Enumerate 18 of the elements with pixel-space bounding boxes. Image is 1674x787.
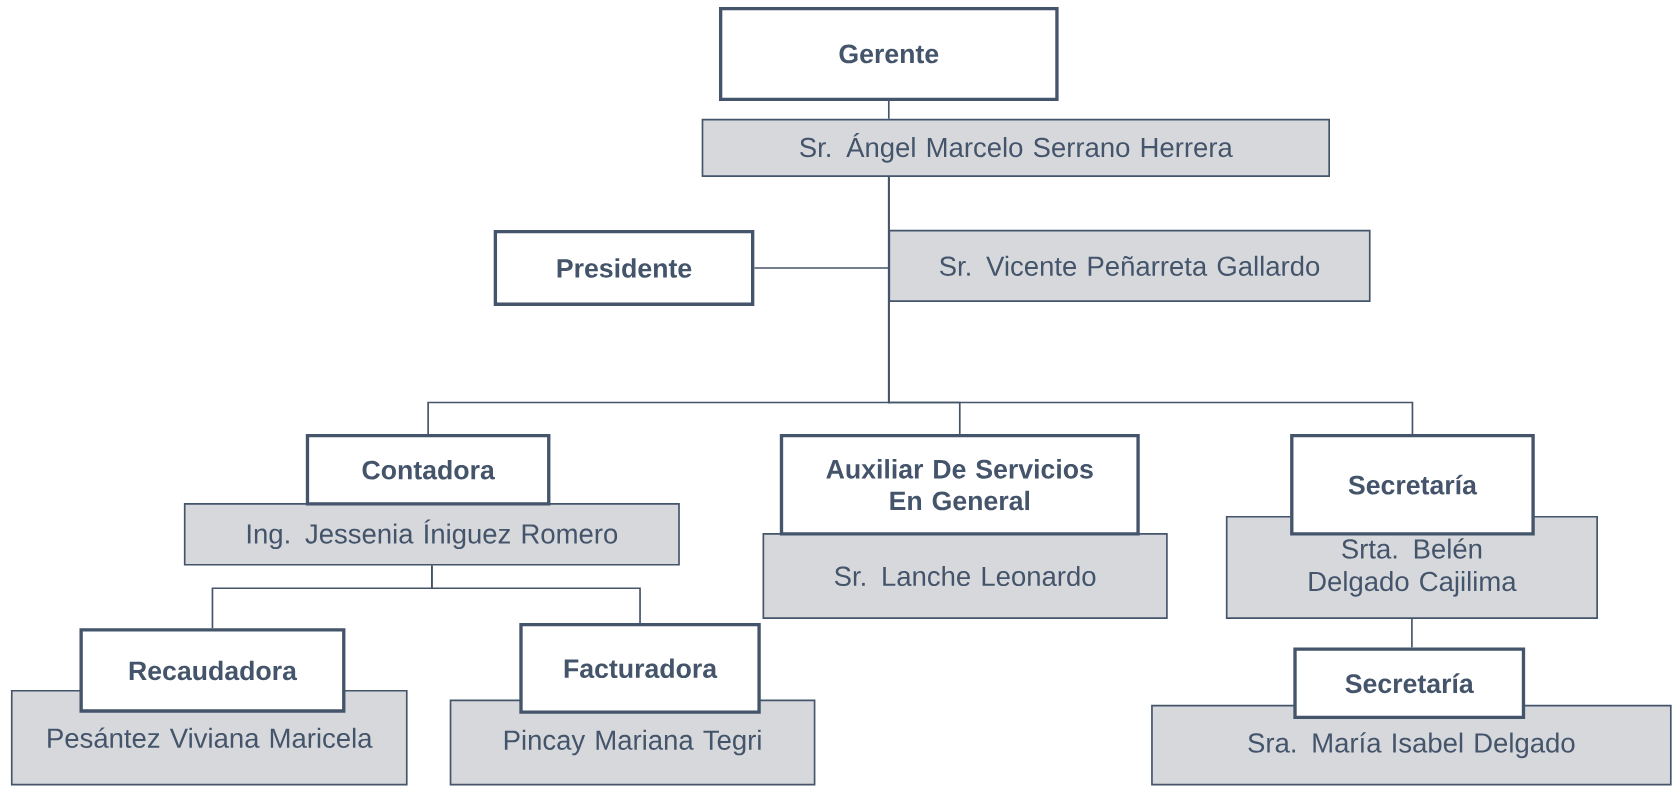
name-box: Ing. Jessenia Íniguez Romero	[183, 503, 680, 566]
title-box: Gerente	[718, 6, 1059, 101]
connector-line	[431, 564, 641, 624]
connector-line	[753, 267, 890, 269]
connector-line	[887, 176, 1414, 435]
name-box: Sr. Lanche Leonardo	[762, 532, 1168, 619]
connector-line	[1411, 618, 1413, 649]
title-box: Contadora	[305, 433, 551, 506]
connector-line	[887, 100, 890, 120]
name-box: Sr. Vicente Peñarreta Gallardo	[888, 229, 1371, 302]
name-box: Sr. Ángel Marcelo Serrano Herrera	[701, 118, 1330, 177]
title-box: Secretaría	[1293, 647, 1526, 720]
title-box: Auxiliar De Servicios En General	[779, 433, 1140, 536]
title-box: Presidente	[493, 230, 755, 306]
title-box: Recaudadora	[79, 628, 346, 713]
title-box: Secretaría	[1290, 433, 1535, 536]
title-box: Facturadora	[519, 622, 761, 714]
name-box: Sra. María Isabel Delgado	[1151, 704, 1672, 786]
